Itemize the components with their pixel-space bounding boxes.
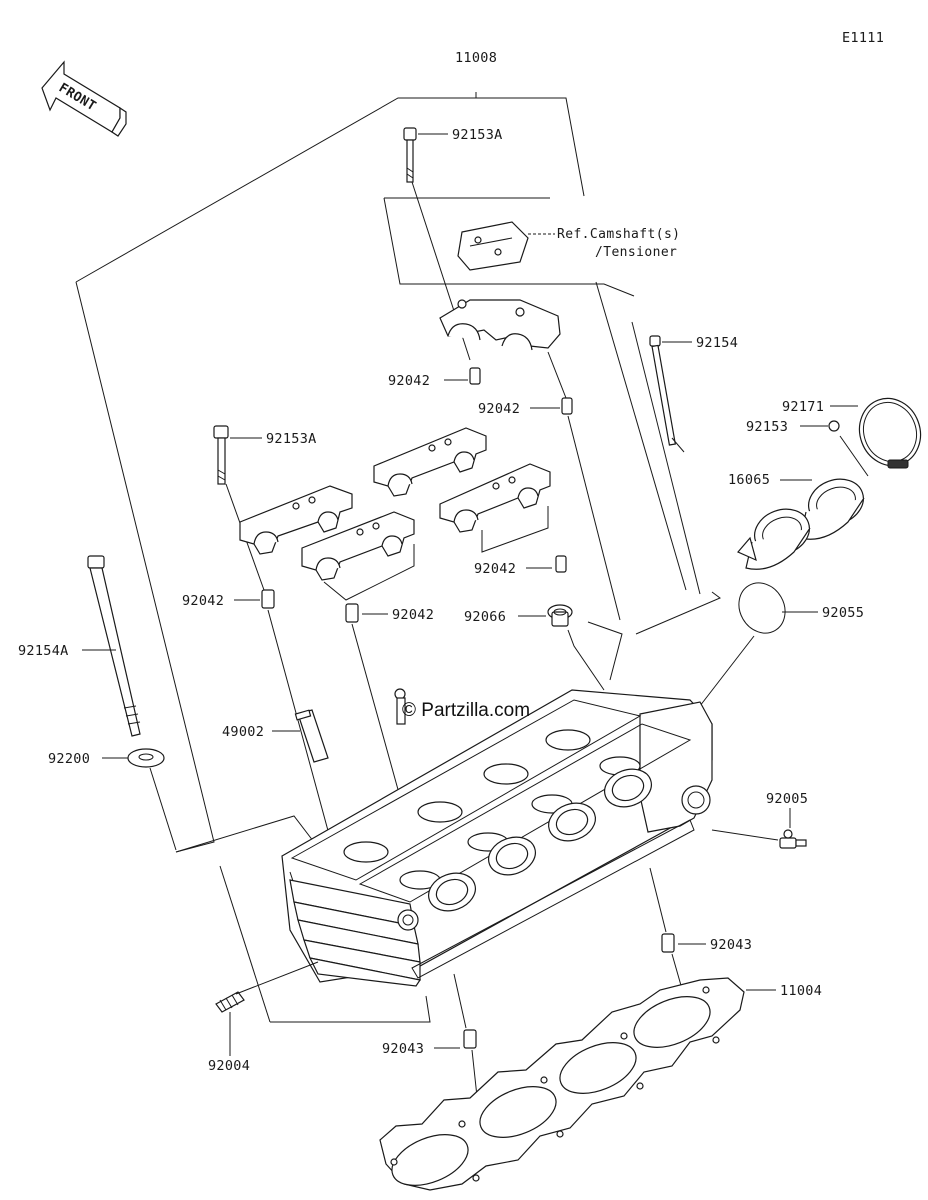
label-92004: 92004 [208, 1058, 250, 1074]
valve-guide-49002 [294, 709, 329, 763]
label-92042-b: 92042 [478, 401, 520, 417]
dowel-92042-c [261, 589, 275, 609]
bolt-92154 [649, 335, 685, 453]
throttle-holder-16065 [737, 478, 865, 570]
label-92005: 92005 [766, 791, 808, 807]
oring-92055 [738, 582, 786, 634]
camshaft-cap-2 [301, 511, 415, 581]
dowel-92043-a [661, 933, 675, 953]
label-11004: 11004 [780, 983, 822, 999]
bolt-92154A [87, 555, 141, 737]
label-92042-a: 92042 [388, 373, 430, 389]
label-92042-c: 92042 [182, 593, 224, 609]
label-92066: 92066 [464, 609, 506, 625]
label-92153A-top: 92153A [452, 127, 503, 143]
label-92042-d: 92042 [392, 607, 434, 623]
head-gasket-11004 [379, 977, 745, 1191]
camshaft-cap-1 [239, 485, 353, 555]
dowel-92042-b [561, 397, 573, 415]
label-92154A: 92154A [18, 643, 69, 659]
washer-92200 [127, 748, 165, 768]
camshaft-cap-top [439, 299, 561, 351]
label-11008: 11008 [455, 50, 497, 66]
reference-note-line2: /Tensioner [595, 245, 677, 260]
label-92043-a: 92043 [710, 937, 752, 953]
camshaft-cap-3 [373, 427, 487, 497]
label-92153: 92153 [746, 419, 788, 435]
fitting-92005 [779, 829, 807, 849]
bolt-92153A-top [403, 127, 417, 183]
dowel-92042-a [469, 367, 481, 385]
clamp-92171 [858, 397, 922, 469]
label-92154: 92154 [696, 335, 738, 351]
front-arrow-icon: FRONT [41, 60, 127, 137]
dowel-92042-d [345, 603, 359, 623]
cylinder-head [281, 689, 713, 987]
label-92042-e: 92042 [474, 561, 516, 577]
dowel-92042-e [555, 555, 567, 573]
label-16065: 16065 [728, 472, 770, 488]
camshaft-cap-4 [439, 463, 551, 533]
bolt-92153 [828, 420, 840, 432]
label-92153A-mid: 92153A [266, 431, 317, 447]
dowel-92043-b [463, 1029, 477, 1049]
camshaft-reference-bracket [457, 221, 529, 271]
diagram-code: E1111 [842, 30, 884, 46]
label-92055: 92055 [822, 605, 864, 621]
stud-92004 [215, 991, 245, 1013]
oil-passage-fitting [394, 688, 406, 725]
bolt-92153A-mid [213, 425, 229, 485]
reference-note-line1: Ref.Camshaft(s) [557, 227, 680, 242]
label-49002: 49002 [222, 724, 264, 740]
label-92171: 92171 [782, 399, 824, 415]
plug-92066 [547, 604, 573, 627]
label-92043-b: 92043 [382, 1041, 424, 1057]
label-92200: 92200 [48, 751, 90, 767]
watermark: © Partzilla.com [402, 700, 530, 721]
